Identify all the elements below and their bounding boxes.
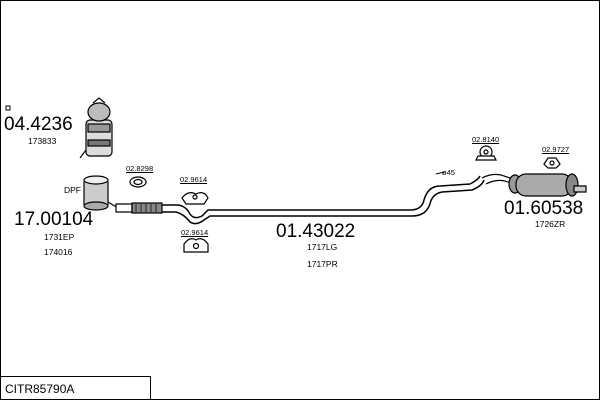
dpf-ref-1: 1731EP bbox=[44, 232, 75, 242]
rear-silencer-part bbox=[481, 173, 587, 197]
rear-clamp-number: 02.9727 bbox=[542, 145, 570, 154]
rubber-mount-number: 02.8140 bbox=[472, 135, 500, 144]
dpf-tag: DPF bbox=[64, 185, 81, 195]
dpf-part bbox=[83, 175, 119, 211]
lower-clamp-part bbox=[183, 238, 209, 253]
front-gasket-part bbox=[129, 176, 147, 188]
diameter-arrow bbox=[435, 171, 445, 175]
front-catalyst-part bbox=[79, 97, 113, 159]
front-cat-ref: 173833 bbox=[28, 136, 57, 146]
diagram-code: CITR85790A bbox=[5, 382, 75, 396]
clamp-lower-number: 02.9614 bbox=[181, 228, 209, 237]
gasket-front-number: 02.8298 bbox=[126, 164, 154, 173]
middle-pipe-number: 01.43022 bbox=[276, 221, 356, 242]
upper-clamp-part bbox=[181, 192, 209, 205]
middle-pipe-ref-2: 1717PR bbox=[307, 259, 338, 269]
dpf-number: 17.00104 bbox=[14, 209, 94, 230]
rear-silencer-ref: 1726ZR bbox=[535, 219, 566, 229]
front-cat-number: 04.4236 bbox=[4, 114, 73, 135]
flex-pipe-part bbox=[115, 202, 163, 214]
small-marker bbox=[5, 105, 11, 111]
rear-silencer-number: 01.60538 bbox=[504, 198, 584, 219]
clamp-upper-number: 02.9614 bbox=[180, 175, 208, 184]
rear-clamp-part bbox=[543, 157, 561, 169]
dpf-ref-2: 174016 bbox=[44, 247, 73, 257]
middle-pipe-ref-1: 1717LG bbox=[307, 242, 338, 252]
diagram-code-box: CITR85790A bbox=[0, 376, 151, 399]
rubber-mount-part bbox=[475, 145, 497, 161]
pipe-diameter-label: ø45 bbox=[442, 168, 455, 177]
middle-pipe-part bbox=[162, 175, 485, 225]
